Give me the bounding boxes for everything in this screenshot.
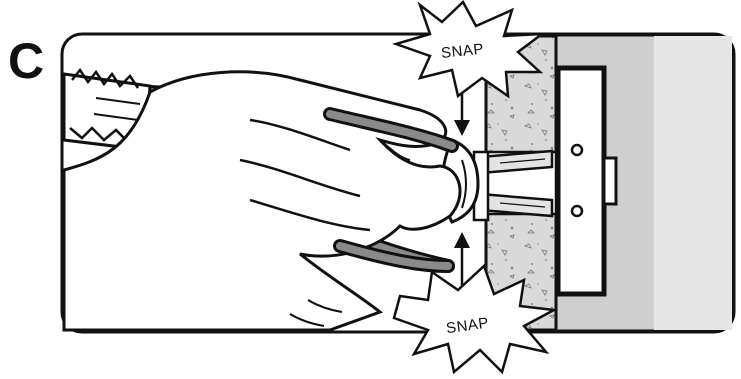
snap-label-bottom: SNAP [445, 314, 490, 337]
snap-label-top: SNAP [440, 41, 484, 62]
mounting-bracket [555, 65, 607, 297]
step-letter: C [8, 33, 45, 89]
snap-burst-top: SNAP [391, 0, 547, 99]
screw-hole-bottom [570, 204, 584, 218]
screw-hole-top [570, 143, 584, 157]
hand [62, 70, 462, 332]
snap-burst-bottom: SNAP [392, 263, 559, 375]
